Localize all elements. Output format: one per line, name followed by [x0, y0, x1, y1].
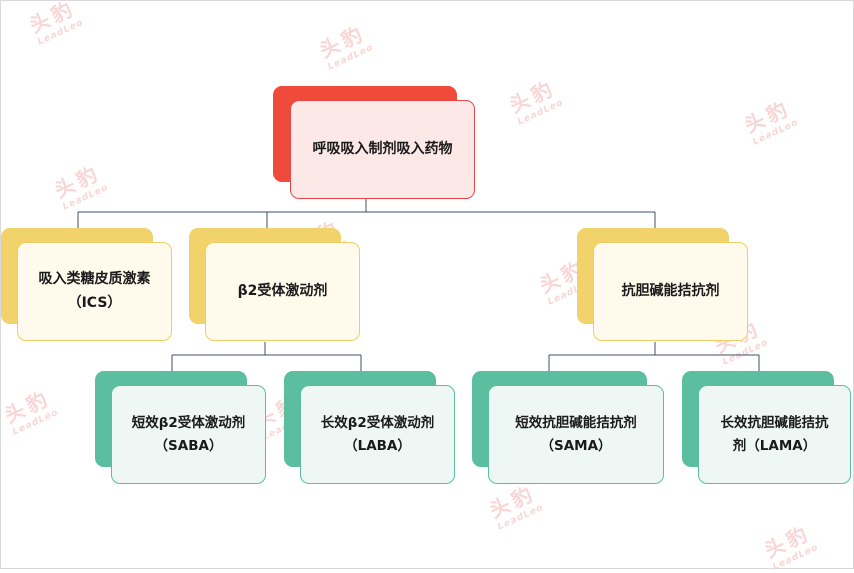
subcategory-label: 短效β2受体激动剂 （SABA）	[111, 385, 266, 484]
subcategory-label: 长效抗胆碱能拮抗 剂（LAMA）	[698, 385, 851, 484]
category-label: β2受体激动剂	[205, 242, 360, 341]
root-label: 呼吸吸入制剂吸入药物	[290, 100, 475, 199]
subcategory-label: 短效抗胆碱能拮抗剂 （SAMA）	[488, 385, 664, 484]
category-label: 抗胆碱能拮抗剂	[593, 242, 748, 341]
category-label: 吸入类糖皮质激素 （ICS）	[17, 242, 172, 341]
subcategory-label: 长效β2受体激动剂 （LABA）	[300, 385, 455, 484]
